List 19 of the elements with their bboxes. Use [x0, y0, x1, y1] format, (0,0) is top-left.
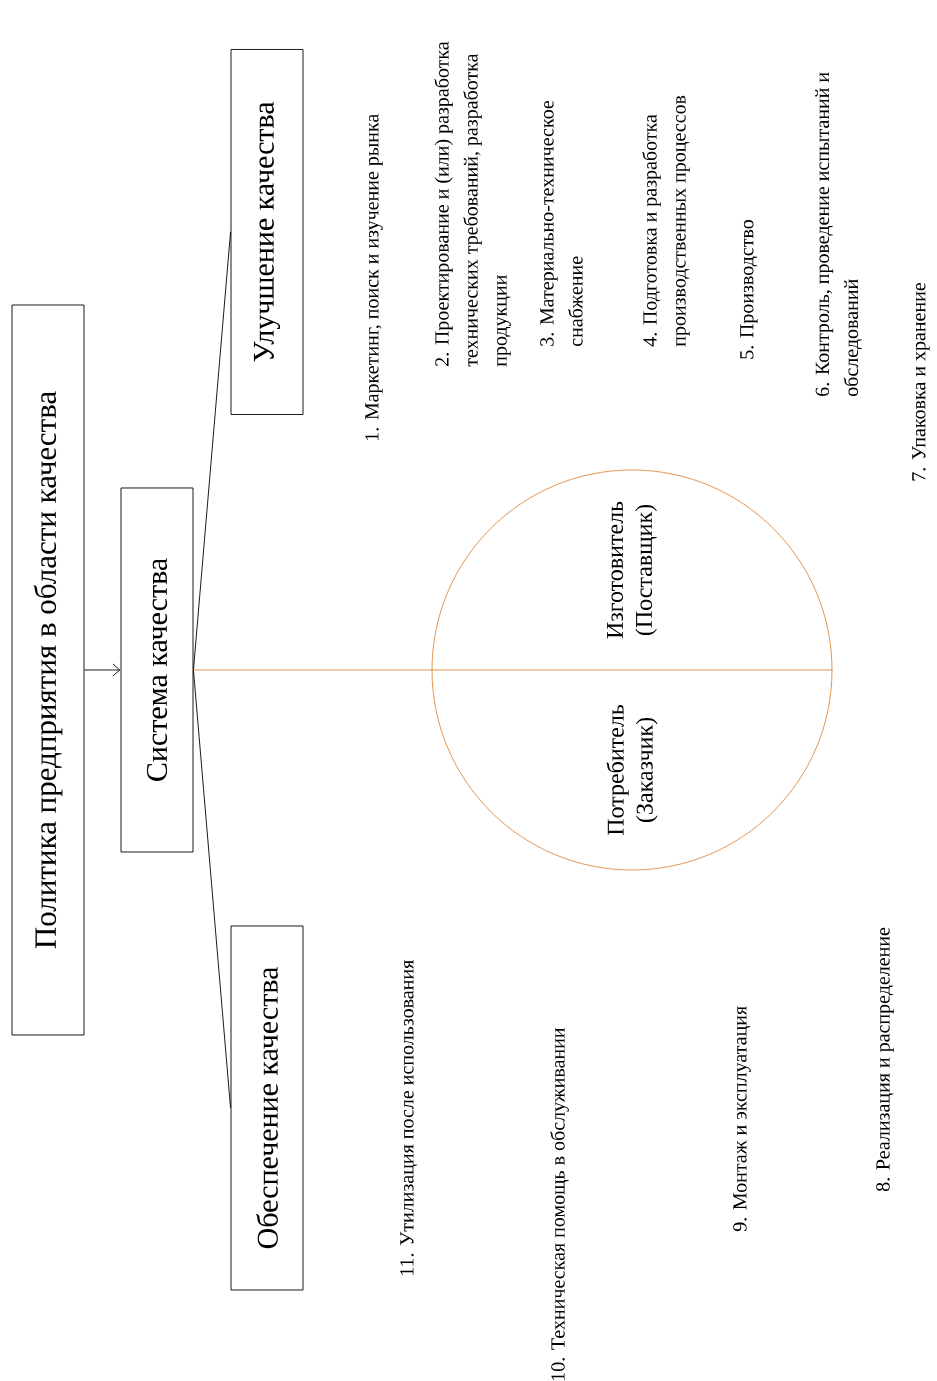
- list-item: 8. Реализация и распределение: [876, 927, 894, 1192]
- text-box: Система качества: [120, 487, 194, 853]
- connector: [193, 669, 432, 671]
- connector: [193, 231, 231, 671]
- list-item: 5. Производство: [740, 220, 758, 359]
- list-item: 2. Проектирование и (или) разработка технических требований, разработка продукции: [434, 41, 511, 367]
- text-box: Обеспечение качества: [230, 925, 304, 1291]
- list-item: 4. Подготовка и разработка производственных процессов: [642, 95, 690, 347]
- list-item: 7. Упаковка и хранение: [912, 282, 930, 481]
- list-item: 11. Утилизация после использования: [400, 960, 418, 1276]
- list-item: 1. Маркетинг, поиск и изучение рынка: [365, 114, 383, 441]
- list-item: 6. Контроль, проведение испытаний и обследований: [815, 72, 862, 396]
- list-item: 3. Материально-техническое снабжение: [540, 100, 583, 346]
- list-item: 10. Техническая помощь в обслуживании: [550, 1027, 569, 1381]
- text-box: Улучшение качества: [230, 49, 304, 415]
- connector: [84, 663, 121, 677]
- text-box: Политика предприятия в области качества: [11, 304, 85, 1036]
- list-item: 9. Монтаж и эксплуатация: [733, 1006, 751, 1232]
- connector: [193, 669, 231, 1109]
